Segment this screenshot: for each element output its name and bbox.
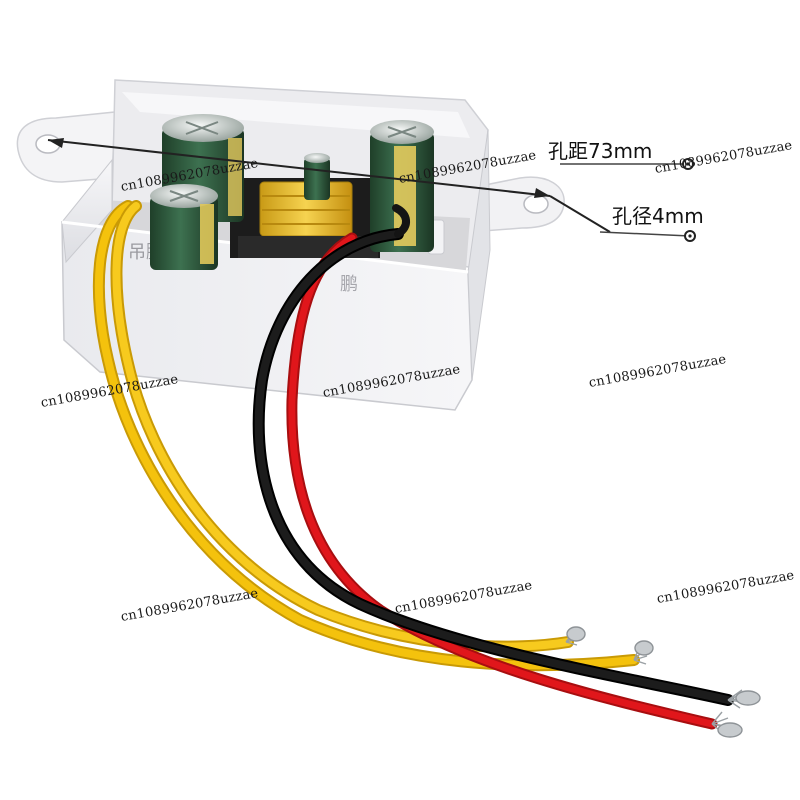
hole-spacing-label: 孔距73mm — [548, 139, 653, 163]
capacitor-front-left — [150, 184, 218, 270]
hole-diameter-label: 孔径4mm — [612, 204, 704, 228]
mounting-ear-left — [16, 111, 116, 183]
molded-mark-right: 鹏 — [340, 274, 358, 295]
capacitor-right — [370, 120, 434, 252]
wire-ends — [565, 626, 761, 738]
wires — [92, 200, 734, 730]
small-capacitor — [304, 153, 330, 200]
hole-spacing-dimension — [47, 138, 696, 242]
